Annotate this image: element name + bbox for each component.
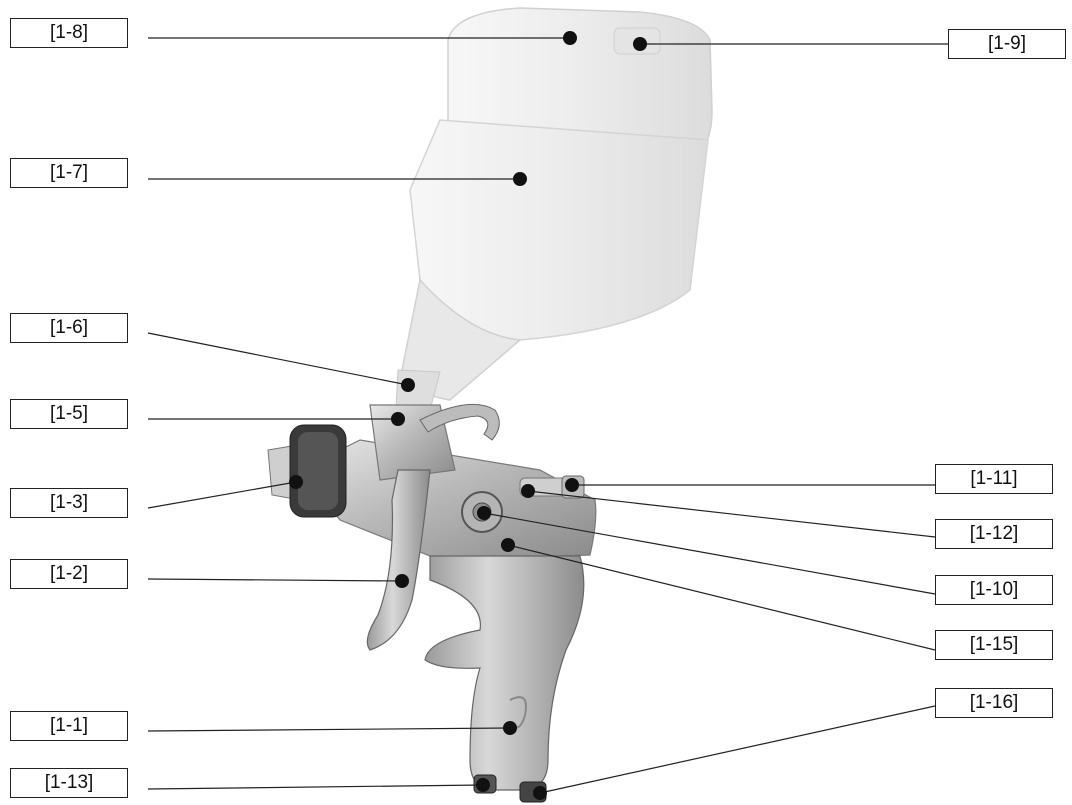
leader-1-15 (507, 544, 936, 651)
dot-1-5 (391, 412, 405, 426)
dot-1-16 (533, 786, 547, 800)
dot-1-13 (476, 778, 490, 792)
label-1-11: [1-11] (935, 464, 1053, 494)
dot-1-8 (563, 31, 577, 45)
label-1-10: [1-10] (935, 575, 1053, 605)
dot-1-11 (565, 478, 579, 492)
leader-1-2 (147, 578, 403, 582)
leader-1-13 (147, 784, 484, 790)
label-1-3: [1-3] (10, 488, 128, 518)
dot-1-2 (395, 574, 409, 588)
dot-1-7 (513, 172, 527, 186)
leader-1-3 (147, 481, 297, 509)
gun-body (267, 403, 597, 803)
dot-1-12 (521, 484, 535, 498)
dot-1-1 (503, 721, 517, 735)
label-1-8: [1-8] (10, 18, 128, 48)
label-1-7: [1-7] (10, 158, 128, 188)
label-1-5: [1-5] (10, 399, 128, 429)
label-1-2: [1-2] (10, 559, 128, 589)
leader-1-1 (147, 727, 511, 732)
leader-1-10 (483, 512, 936, 595)
dot-1-3 (289, 475, 303, 489)
label-1-1: [1-1] (10, 711, 128, 741)
leader-1-16 (539, 705, 936, 794)
label-1-12: [1-12] (935, 519, 1053, 549)
label-1-15: [1-15] (935, 630, 1053, 660)
callout-dots (289, 31, 647, 800)
dot-1-10 (477, 506, 491, 520)
dot-1-9 (633, 37, 647, 51)
dot-1-15 (501, 538, 515, 552)
leader-1-12 (527, 490, 936, 538)
label-1-6: [1-6] (10, 313, 128, 343)
label-1-16: [1-16] (935, 688, 1053, 718)
leader-lines (147, 37, 948, 794)
leader-1-6 (147, 332, 409, 386)
dot-1-6 (401, 378, 415, 392)
paint-cup (395, 7, 713, 411)
label-1-13: [1-13] (10, 768, 128, 798)
label-1-9: [1-9] (948, 29, 1066, 59)
